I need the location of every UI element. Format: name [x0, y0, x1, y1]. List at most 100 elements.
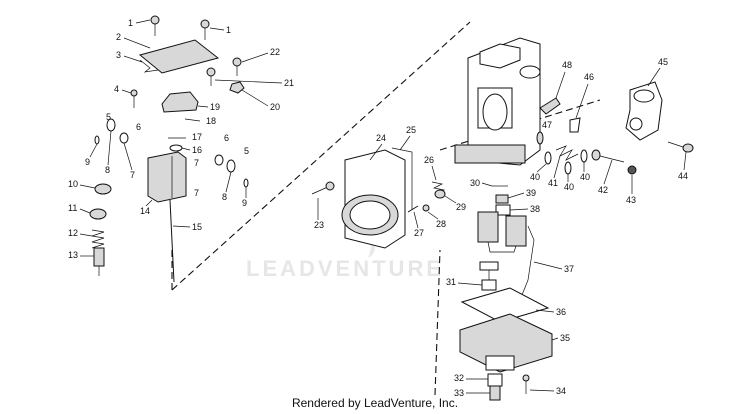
pin-18: [184, 118, 201, 122]
screw-42: [591, 149, 625, 163]
callout-13: 13: [68, 250, 78, 260]
nut-11: [89, 208, 107, 220]
callout-32: 32: [454, 373, 464, 383]
plunger-13: [93, 247, 105, 276]
float-assembly: [477, 211, 535, 301]
callout-42: 42: [598, 185, 608, 195]
callout-39: 39: [526, 188, 536, 198]
callout-6a: 6: [136, 122, 141, 132]
callout-9b: 9: [242, 198, 247, 208]
callout-47: 47: [542, 120, 552, 130]
callout-18: 18: [206, 116, 216, 126]
cap-46: [569, 117, 581, 133]
callout-14: 14: [140, 206, 150, 216]
callout-7b: 7: [194, 158, 199, 168]
callout-10: 10: [68, 179, 78, 189]
callout-30: 30: [470, 178, 480, 188]
left-callouts: 1 1 2 3 4 22 21 20 19 18 17 16 5 6 9 8 7…: [68, 18, 294, 260]
callout-19: 19: [210, 102, 220, 112]
callout-8b: 8: [222, 192, 227, 202]
callout-9a: 9: [85, 157, 90, 167]
callout-21: 21: [284, 78, 294, 88]
callout-34: 34: [556, 386, 566, 396]
callout-37: 37: [564, 264, 574, 274]
needle-15: [169, 199, 175, 283]
callout-45: 45: [658, 57, 668, 67]
callout-3: 3: [116, 50, 121, 60]
callout-6b: 6: [224, 133, 229, 143]
callout-25: 25: [406, 125, 416, 135]
part-28: [422, 204, 430, 212]
callout-48: 48: [562, 60, 572, 70]
callout-7c: 7: [194, 188, 199, 198]
part-16: [169, 144, 183, 152]
spring-12: [91, 229, 105, 249]
watermark: LEADVENTURE: [246, 232, 444, 281]
callout-26: 26: [424, 155, 434, 165]
gasket-36: [460, 287, 550, 323]
washer-40a: [544, 151, 552, 165]
footer-credit: Rendered by LeadVenture, Inc.: [291, 396, 459, 410]
screw-1a: [150, 15, 160, 36]
callout-44: 44: [678, 171, 688, 181]
part-29: [434, 189, 446, 199]
screw-1b: [200, 19, 210, 40]
bracket-19: [161, 91, 199, 113]
screw-4: [130, 89, 138, 108]
callout-23: 23: [314, 220, 324, 230]
callout-40b: 40: [564, 182, 574, 192]
callout-27: 27: [414, 228, 424, 238]
callout-43: 43: [626, 195, 636, 205]
right-callouts: 48 46 45 47 44 43 42 41 40 40 40 30 39 3…: [446, 57, 688, 398]
callout-15: 15: [192, 222, 202, 232]
callout-7a: 7: [130, 170, 135, 180]
left-assembly: [89, 15, 249, 283]
drain-plug: [487, 373, 503, 401]
callout-33: 33: [454, 388, 464, 398]
callout-38: 38: [530, 204, 540, 214]
callout-28: 28: [436, 219, 446, 229]
callout-1b: 1: [226, 25, 231, 35]
middle-assembly: [311, 147, 446, 249]
callout-40a: 40: [530, 172, 540, 182]
screw-34: [522, 374, 530, 394]
callout-8a: 8: [105, 165, 110, 175]
callout-5b: 5: [244, 146, 249, 156]
callout-16: 16: [192, 145, 202, 155]
callout-20: 20: [270, 102, 280, 112]
callout-31: 31: [446, 277, 456, 287]
float-bowl-35: [459, 313, 553, 373]
bracket-25: [391, 147, 413, 210]
cap-10: [94, 183, 112, 195]
fitting-30-39-38: [492, 185, 511, 216]
cover-plate: [138, 39, 220, 74]
spring-41: [555, 145, 579, 161]
middle-callouts: 23 24 25 26 27 28 29: [314, 125, 466, 238]
callout-1a: 1: [128, 18, 133, 28]
screw-44: [667, 141, 694, 153]
callout-12: 12: [68, 228, 78, 238]
fitting-48: [539, 97, 561, 115]
washer-40c: [564, 161, 572, 175]
callout-24: 24: [376, 133, 386, 143]
callout-4: 4: [114, 84, 119, 94]
callout-5a: 5: [106, 112, 111, 122]
clip-27: [407, 205, 419, 213]
ball-43: [627, 165, 637, 175]
watermark-text: LEADVENTURE: [246, 256, 444, 281]
callout-29: 29: [456, 202, 466, 212]
callout-11: 11: [68, 203, 77, 213]
screw-21: [206, 67, 216, 86]
callout-22: 22: [270, 47, 280, 57]
callout-40c: 40: [580, 172, 590, 182]
screw-22: [232, 57, 242, 76]
carb-body: [454, 37, 541, 166]
throttle-slide-14: [147, 151, 187, 203]
part-47: [536, 131, 544, 145]
cable-cap-45: [625, 81, 663, 141]
callout-41: 41: [548, 178, 558, 188]
callout-2: 2: [116, 32, 121, 42]
right-assembly: [454, 37, 694, 401]
washer-40b: [580, 149, 588, 163]
screw-23: [311, 181, 335, 195]
